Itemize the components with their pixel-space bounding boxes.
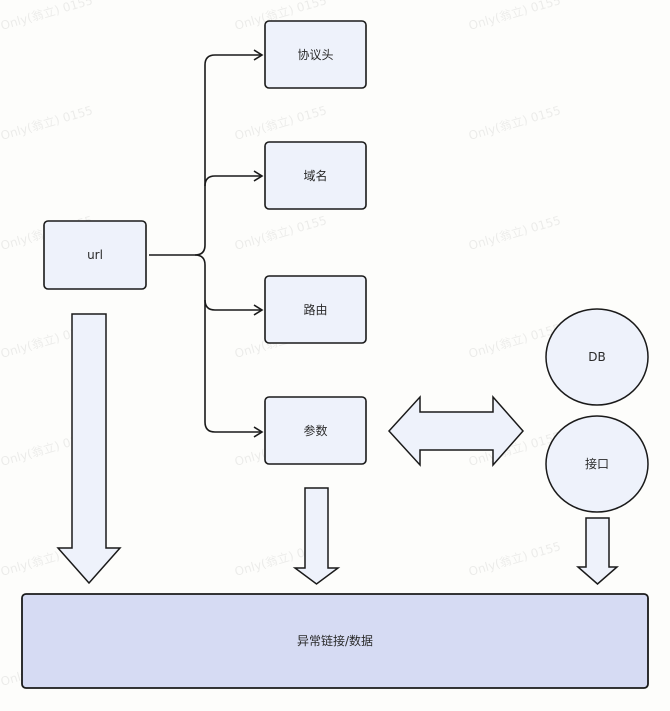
watermark: Only(翁立) 0155: [0, 0, 94, 33]
domain-box[interactable]: [264, 141, 367, 210]
url-node-label: url: [87, 248, 103, 262]
target-node-abnormal-links[interactable]: 异常链接/数据: [21, 593, 649, 689]
watermark: Only(翁立) 0155: [467, 212, 563, 253]
data-source-api[interactable]: 接口: [545, 415, 649, 513]
component-node-protocol-header[interactable]: 协议头: [264, 20, 367, 89]
db-circle[interactable]: [545, 308, 649, 406]
route-box[interactable]: [264, 275, 367, 344]
params-label: 参数: [303, 423, 327, 438]
connector-url-trunk: [149, 54, 216, 256]
watermark: Only(翁立) 0155: [0, 102, 94, 143]
api-label: 接口: [585, 456, 609, 471]
url-node[interactable]: url: [43, 220, 147, 290]
watermark: Only(翁立) 0155: [467, 102, 563, 143]
down-arrow-from-api: [575, 517, 620, 585]
component-node-domain[interactable]: 域名: [264, 141, 367, 210]
abnormal-links-box[interactable]: [21, 593, 649, 689]
api-circle[interactable]: [545, 415, 649, 513]
component-node-params[interactable]: 参数: [264, 396, 367, 465]
connector-lower-trunk: [194, 254, 216, 433]
watermark: Only(翁立) 0155: [233, 102, 329, 143]
watermark: Only(翁立) 0155: [467, 538, 563, 579]
data-source-db[interactable]: DB: [545, 308, 649, 406]
connector-to-route[interactable]: [204, 299, 264, 316]
down-arrow-from-params: [292, 487, 341, 585]
url-node-box[interactable]: [43, 220, 147, 290]
route-label: 路由: [303, 302, 327, 317]
watermark: Only(翁立) 0155: [467, 0, 563, 33]
protocol-header-label: 协议头: [297, 47, 333, 62]
bidirectional-arrow: [387, 395, 525, 467]
connector-to-domain[interactable]: [204, 170, 264, 187]
db-label: DB: [588, 350, 605, 364]
down-arrow-from-url: [56, 313, 122, 585]
watermark: Only(翁立) 0155: [233, 212, 329, 253]
protocol-header-box[interactable]: [264, 20, 367, 89]
params-box[interactable]: [264, 396, 367, 465]
domain-label: 域名: [303, 168, 327, 183]
abnormal-links-label: 异常链接/数据: [297, 633, 373, 648]
component-node-route[interactable]: 路由: [264, 275, 367, 344]
url-branch-connectors: [149, 49, 264, 438]
